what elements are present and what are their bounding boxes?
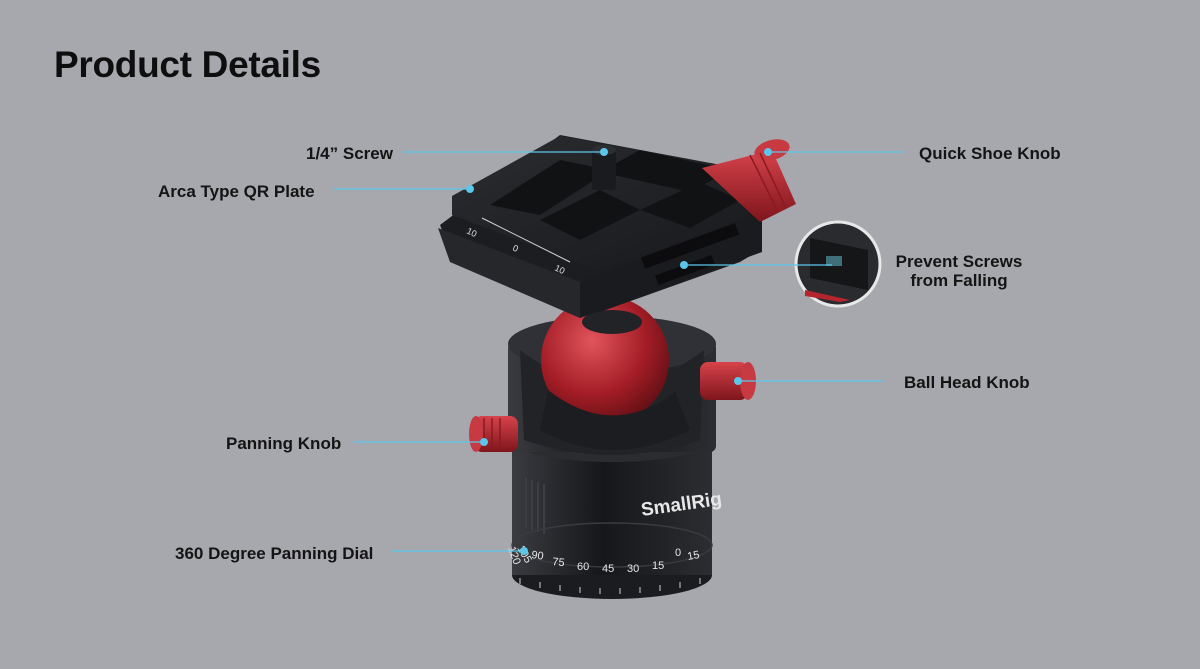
dial-number: 60	[577, 561, 589, 573]
dial-number: 45	[602, 563, 614, 575]
red-ball	[540, 296, 690, 450]
panning-knob	[469, 416, 518, 452]
callout-dot-prevent	[680, 261, 688, 269]
quick-shoe-knob	[702, 139, 796, 222]
callout-label-quick-shoe: Quick Shoe Knob	[919, 144, 1061, 163]
callout-label-prevent-line1: Prevent Screws	[895, 252, 1023, 271]
callout-dot-screw	[600, 148, 608, 156]
dial-number: 15	[686, 549, 700, 563]
dial-number: 0	[675, 547, 681, 559]
dial-number: 15	[652, 560, 664, 572]
callout-label-prevent: Prevent Screws from Falling	[893, 252, 1025, 290]
callout-dot-plate	[466, 185, 474, 193]
page-title: Product Details	[54, 44, 321, 85]
callout-label-prevent-line2: from Falling	[910, 271, 1008, 290]
plate-scale-right: 10	[553, 263, 566, 276]
callout-dot-panning-dial	[520, 547, 528, 555]
callout-label-plate: Arca Type QR Plate	[158, 182, 315, 201]
prevent-screws-inset	[794, 220, 882, 308]
dial-number: 75	[552, 556, 565, 569]
plate-scale-left: 10	[465, 226, 478, 239]
callout-label-screw: 1/4” Screw	[306, 144, 393, 163]
callout-label-panning-knob: Panning Knob	[226, 434, 342, 453]
dial-number: 90	[531, 549, 545, 563]
dial-number: 120	[505, 545, 523, 566]
callout-label-panning-dial: 360 Degree Panning Dial	[175, 544, 374, 563]
dial-number: 30	[627, 563, 639, 575]
callout-dot-quick-shoe	[764, 148, 772, 156]
callout-dot-panning-knob	[480, 438, 488, 446]
callout-lines	[334, 148, 904, 555]
plate-scale-mid: 0	[511, 243, 520, 254]
callout-dot-ball-knob	[734, 377, 742, 385]
callout-label-ball-knob: Ball Head Knob	[904, 373, 1030, 392]
